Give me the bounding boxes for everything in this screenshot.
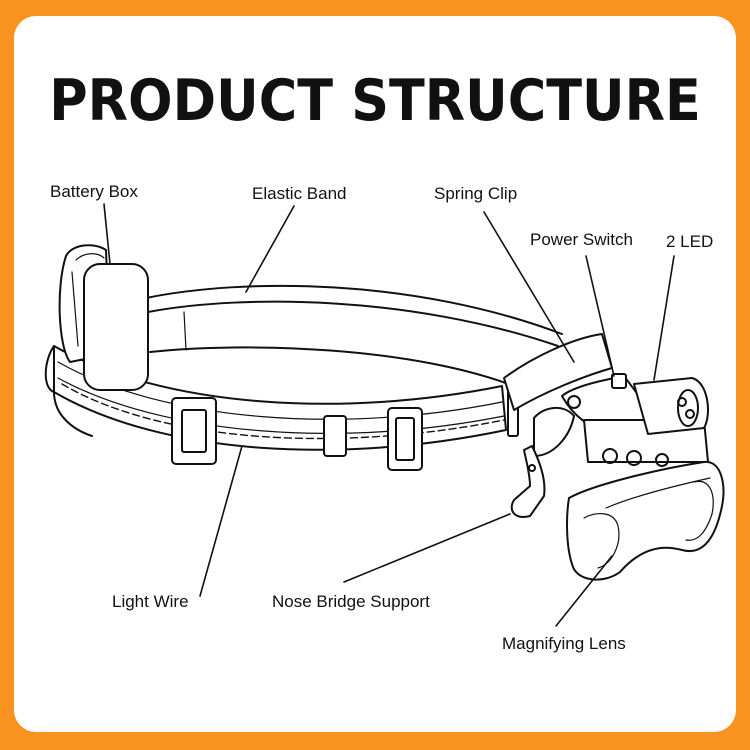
- leader-spring-clip: [483, 211, 575, 363]
- label-led: 2 LED: [666, 232, 714, 251]
- label-spring-clip: Spring Clip: [434, 184, 518, 203]
- leader-elastic-band: [245, 205, 295, 293]
- page-title: PRODUCT STRUCTURE: [49, 68, 701, 134]
- label-light-wire: Light Wire: [112, 592, 189, 611]
- headset-illustration: [44, 203, 725, 627]
- leader-battery-box: [103, 203, 111, 265]
- led-housing: [611, 373, 709, 435]
- label-elastic-band: Elastic Band: [252, 184, 347, 203]
- battery-box: [58, 244, 149, 391]
- leader-lines: [103, 203, 675, 627]
- label-nose-bridge-support: Nose Bridge Support: [272, 592, 430, 611]
- leader-led: [653, 255, 675, 381]
- leader-nose-bridge: [343, 513, 511, 583]
- label-battery-box: Battery Box: [50, 182, 138, 201]
- magnifying-lens: [566, 460, 725, 581]
- nose-bridge-support: [510, 445, 546, 518]
- leader-magnifying-lens: [555, 555, 613, 627]
- leader-light-wire: [199, 445, 243, 597]
- label-magnifying-lens: Magnifying Lens: [502, 634, 626, 653]
- label-power-switch: Power Switch: [530, 230, 633, 249]
- leader-power-switch: [585, 255, 615, 377]
- diagram-frame: PRODUCT STRUCTURE: [14, 16, 736, 732]
- elastic-band: [145, 284, 563, 389]
